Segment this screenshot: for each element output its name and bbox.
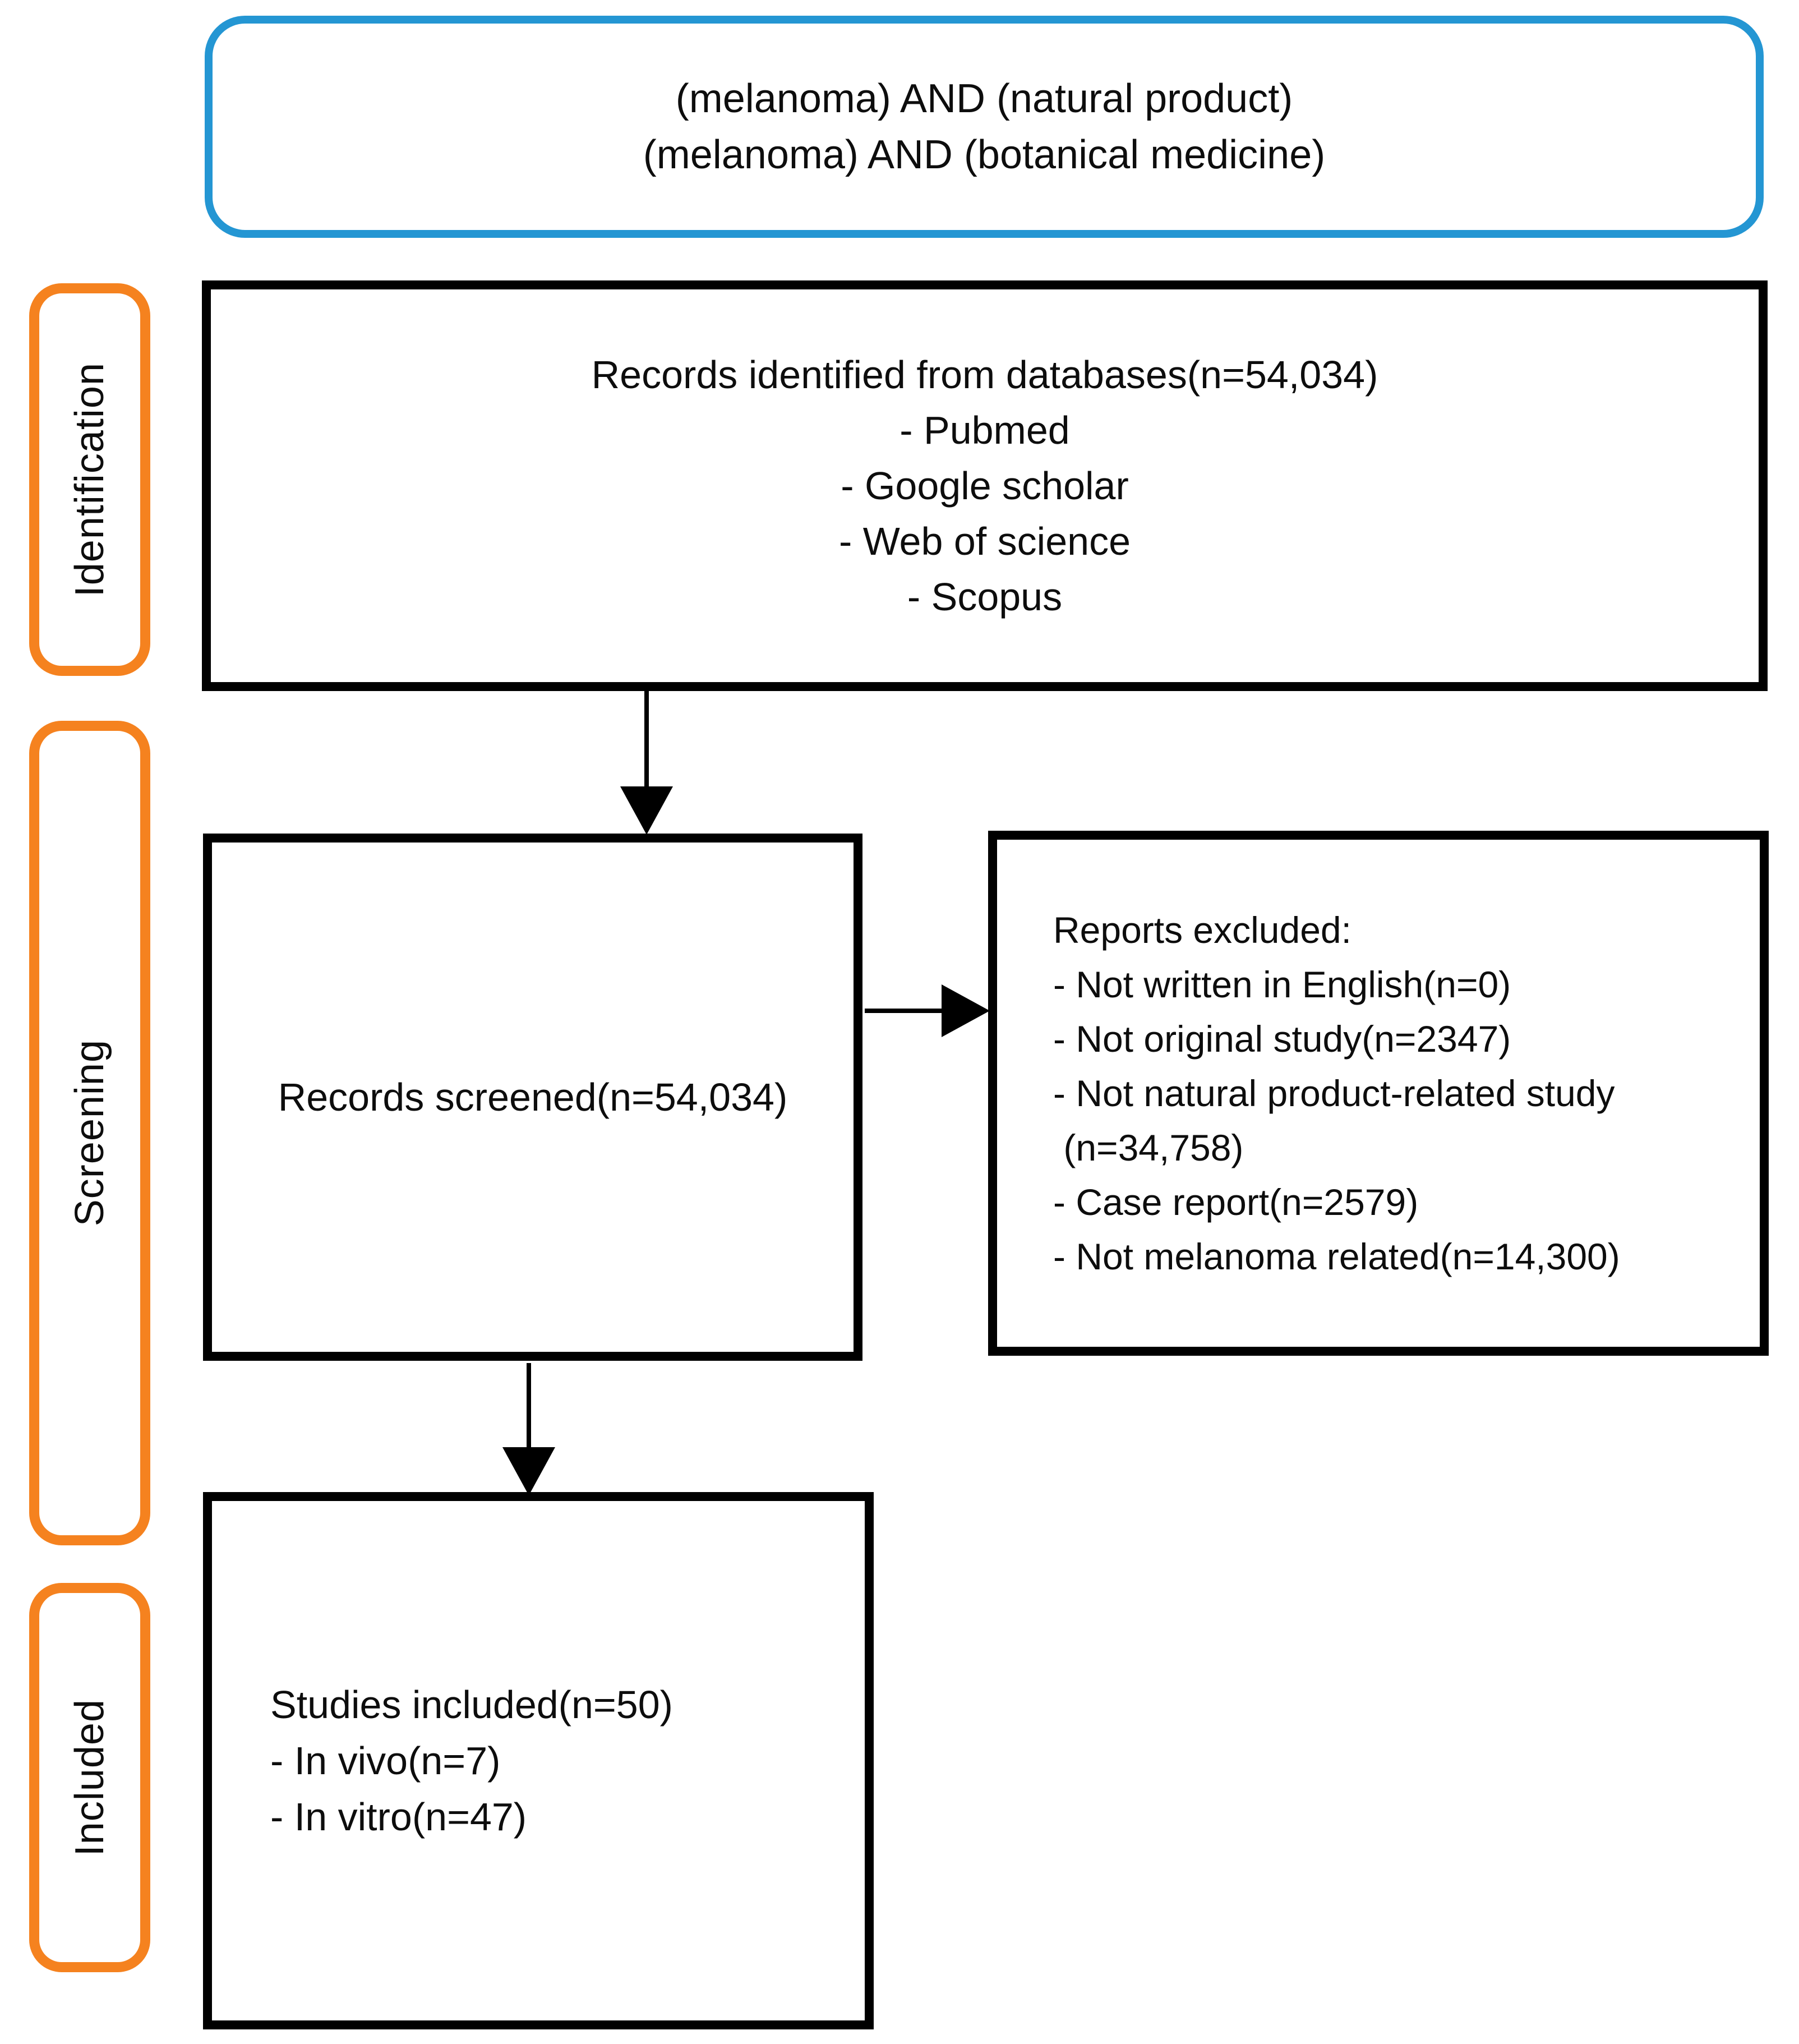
records-screened-title: Records screened(n=54,034)	[278, 1075, 788, 1119]
exclusion-list-item: - Not written in English(n=0)	[1053, 963, 1511, 1005]
stage-label-identification: Identification	[29, 283, 150, 676]
exclusion-list-item: - Case report(n=2579)	[1053, 1181, 1419, 1223]
reports-excluded-title: Reports excluded:	[1053, 909, 1351, 951]
database-list-item: - Pubmed	[900, 408, 1070, 452]
stage-label-included: Included	[29, 1583, 150, 1972]
studies-included-title: Studies included(n=50)	[270, 1683, 673, 1727]
connector-line-right	[865, 1009, 944, 1013]
exclusion-list-item: - Not natural product-related study	[1053, 1072, 1615, 1114]
studies-included-box: Studies included(n=50) - In vivo(n=7) - …	[203, 1492, 874, 2029]
included-list-item: - In vitro(n=47)	[270, 1795, 527, 1839]
database-list-item: - Google scholar	[841, 463, 1129, 508]
stage-label-screening: Screening	[29, 721, 150, 1545]
exclusion-list-item: - Not original study(n=2347)	[1053, 1018, 1511, 1060]
down-arrow-icon	[502, 1447, 555, 1495]
stage-label-text: Screening	[67, 1039, 112, 1227]
database-list-item: - Scopus	[907, 574, 1063, 619]
exclusion-list-item: (n=34,758)	[1053, 1126, 1244, 1168]
database-list-item: - Web of science	[838, 519, 1131, 563]
stage-label-text: Identification	[67, 362, 112, 597]
down-arrow-icon	[620, 786, 673, 835]
stage-label-text: Included	[67, 1698, 112, 1857]
search-query-line: (melanoma) AND (natural product)	[675, 76, 1293, 121]
connector-line-down	[644, 689, 649, 788]
connector-line-down	[527, 1363, 531, 1448]
exclusion-list-item: - Not melanoma related(n=14,300)	[1053, 1235, 1620, 1277]
search-query-box: (melanoma) AND (natural product) (melano…	[205, 16, 1764, 238]
records-identified-box: Records identified from databases(n=54,0…	[202, 280, 1768, 691]
search-query-line: (melanoma) AND (botanical medicine)	[643, 132, 1326, 177]
reports-excluded-box: Reports excluded: - Not written in Engli…	[988, 831, 1769, 1356]
right-arrow-icon	[942, 984, 990, 1037]
records-identified-title: Records identified from databases(n=54,0…	[591, 352, 1378, 397]
included-list-item: - In vivo(n=7)	[270, 1739, 501, 1783]
records-screened-box: Records screened(n=54,034)	[203, 834, 862, 1361]
